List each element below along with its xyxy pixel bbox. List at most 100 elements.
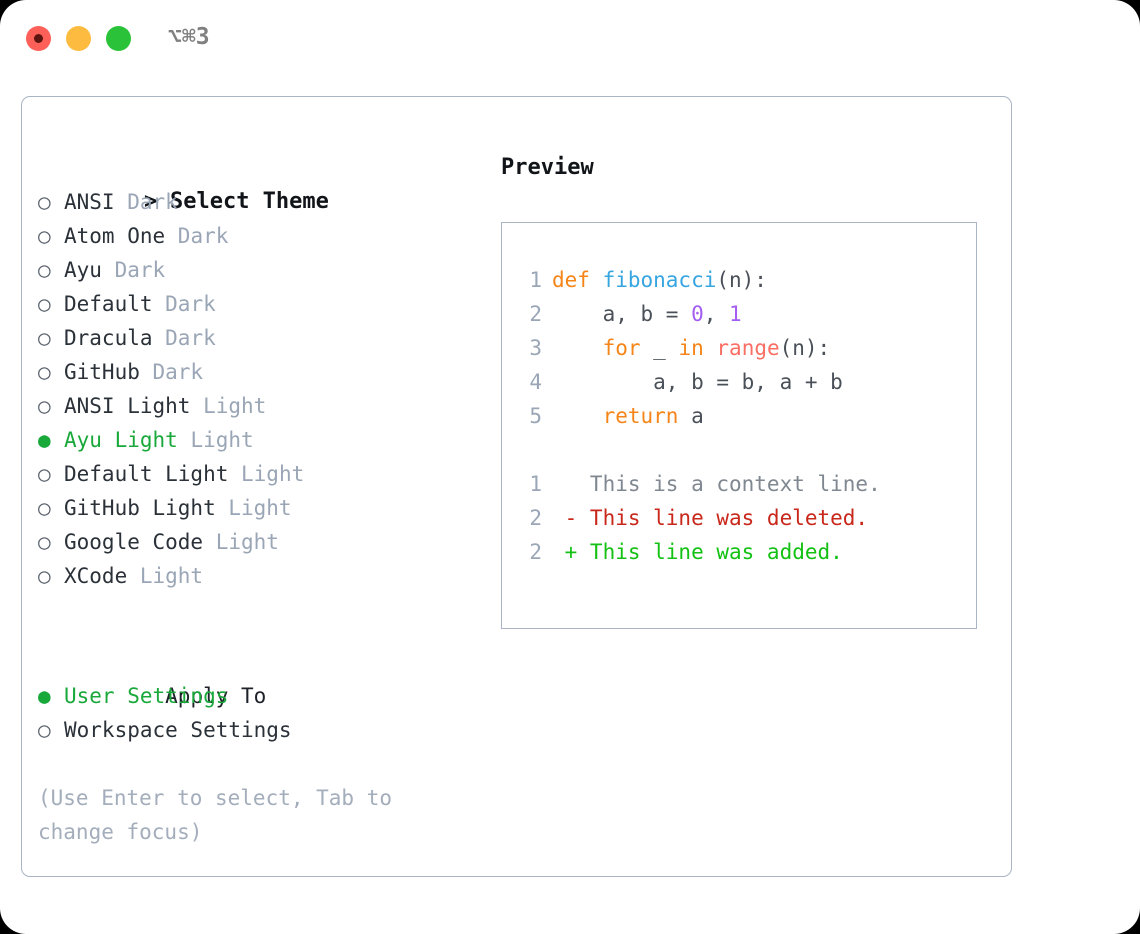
theme-list-item[interactable]: ○ Default Dark — [38, 287, 478, 321]
apply-to-header-label: Apply To — [165, 684, 267, 708]
code-diff-spacer — [520, 433, 976, 467]
diff-text: This is a context line. — [552, 472, 881, 496]
theme-list-item[interactable]: ○ GitHub Dark — [38, 355, 478, 389]
code-token: for — [552, 336, 641, 360]
radio-unselected-icon: ○ — [38, 564, 51, 588]
maximize-button[interactable] — [106, 26, 131, 51]
line-number: 5 — [529, 404, 542, 428]
theme-selector-panel: >Select Theme ○ANSI Dark○Atom One Dark○A… — [21, 96, 1012, 877]
code-token: 1 — [729, 302, 742, 326]
radio-unselected-icon: ○ — [38, 462, 51, 486]
theme-variant-label: Light — [228, 462, 305, 486]
theme-variant-label: Light — [203, 530, 279, 554]
diff-sample: 1 This is a context line.2 - This line w… — [520, 467, 976, 569]
line-number: 4 — [529, 370, 542, 394]
theme-name: Dracula — [64, 326, 153, 350]
theme-variant-label: Light — [215, 496, 292, 520]
apply-to-header: ○Apply To — [38, 645, 478, 708]
theme-name: Ayu — [64, 258, 102, 282]
code-token: a, b = — [552, 302, 692, 326]
code-token: a — [678, 404, 704, 428]
line-number: 1 — [529, 268, 542, 292]
code-token: (n): — [716, 268, 767, 292]
theme-list-item[interactable]: ○ Default Light Light — [38, 457, 478, 491]
code-token — [704, 336, 717, 360]
code-token: fibonacci — [602, 268, 717, 292]
line-number: 3 — [529, 336, 542, 360]
theme-name: ANSI Light — [64, 394, 191, 418]
diff-text: + This line was added. — [552, 540, 843, 564]
theme-list-item[interactable]: ○GitHub Light Light — [38, 491, 478, 525]
radio-unselected-icon: ○ — [38, 190, 51, 214]
line-number: 2 — [529, 302, 542, 326]
line-number: 2 — [529, 506, 542, 530]
theme-list-item[interactable]: ○ Google Code Light — [38, 525, 478, 559]
theme-list-item[interactable]: ○Ayu Dark — [38, 253, 478, 287]
theme-variant-label: Dark — [165, 224, 229, 248]
minimize-button[interactable] — [66, 26, 91, 51]
code-token: _ — [640, 336, 679, 360]
theme-variant-label: Dark — [152, 326, 216, 350]
theme-variant-label: Dark — [114, 190, 178, 214]
theme-list: ○ ANSI Dark ○ Atom One Dark ○ Ayu Dark ○ Defaul… — [38, 185, 478, 593]
code-token: , — [703, 302, 730, 326]
radio-selected-icon: ● — [38, 428, 51, 452]
radio-unselected-icon: ○ — [38, 258, 51, 282]
code-token: in — [678, 336, 704, 360]
theme-list-item[interactable]: ○ Atom One Dark — [38, 219, 478, 253]
theme-name: Default Light — [64, 462, 229, 486]
close-icon — [34, 34, 43, 43]
code-token: return — [552, 404, 679, 428]
radio-unselected-icon: ○ — [38, 292, 51, 316]
theme-name: Atom One — [64, 224, 166, 248]
theme-variant-label: Light — [177, 428, 254, 452]
line-number: 2 — [529, 540, 542, 564]
code-line: 2 a, b = 0, 1 — [520, 297, 976, 331]
code-line: 4 a, b = b, a + b — [520, 365, 976, 399]
radio-unselected-icon: ○ — [38, 326, 51, 350]
code-line: 5 return a — [520, 399, 976, 433]
line-number: 1 — [529, 472, 542, 496]
select-theme-header: >Select Theme — [38, 151, 478, 214]
code-token: range — [716, 336, 780, 360]
diff-line: 2 - This line was deleted. — [520, 501, 976, 535]
apply-to-item[interactable]: ●User Settings — [38, 679, 478, 713]
radio-unselected-icon: ○ — [38, 360, 51, 384]
apply-to-list: ●User Settings○Workspace Settings — [38, 679, 478, 747]
theme-list-item[interactable]: ○ XCode Light — [38, 559, 478, 593]
radio-selected-icon: ● — [38, 684, 51, 708]
preview-title: Preview — [501, 155, 594, 180]
prompt-caret-icon: > — [143, 189, 158, 214]
radio-unselected-icon: ○ — [38, 224, 51, 248]
code-token: (n): — [779, 336, 831, 360]
theme-list-item[interactable]: ●Ayu Light Light — [38, 423, 478, 457]
radio-unselected-icon: ○ — [38, 530, 51, 554]
theme-variant-label: Light — [127, 564, 204, 588]
theme-list-column: >Select Theme ○ANSI Dark○Atom One Dark○A… — [38, 151, 478, 849]
apply-to-label: Workspace Settings — [64, 718, 292, 742]
theme-name: GitHub — [64, 360, 140, 384]
code-line: 1 def fibonacci(n): — [520, 263, 976, 297]
theme-variant-label: Light — [190, 394, 267, 418]
theme-variant-label: Dark — [139, 360, 204, 384]
theme-list-item[interactable]: ○ Dracula Dark — [38, 321, 478, 355]
code-token: 0 — [691, 302, 704, 326]
theme-list-item[interactable]: ○ ANSI Dark — [38, 185, 478, 219]
radio-unselected-icon: ○ — [38, 394, 51, 418]
theme-variant-label: Dark — [152, 292, 216, 316]
theme-name: XCode — [64, 564, 128, 588]
code-line: 3 for _ in range(n): — [520, 331, 976, 365]
theme-name: Default — [64, 292, 153, 316]
title-bar: ⌥⌘3 — [0, 0, 1140, 78]
code-token: def — [552, 268, 603, 292]
theme-name: Google Code — [64, 530, 204, 554]
theme-list-item[interactable]: ○ ANSI Light Light — [38, 389, 478, 423]
diff-line: 2 + This line was added. — [520, 535, 976, 569]
diff-line: 1 This is a context line. — [520, 467, 976, 501]
theme-name: ANSI — [64, 190, 115, 214]
apply-to-item[interactable]: ○Workspace Settings — [38, 713, 478, 747]
